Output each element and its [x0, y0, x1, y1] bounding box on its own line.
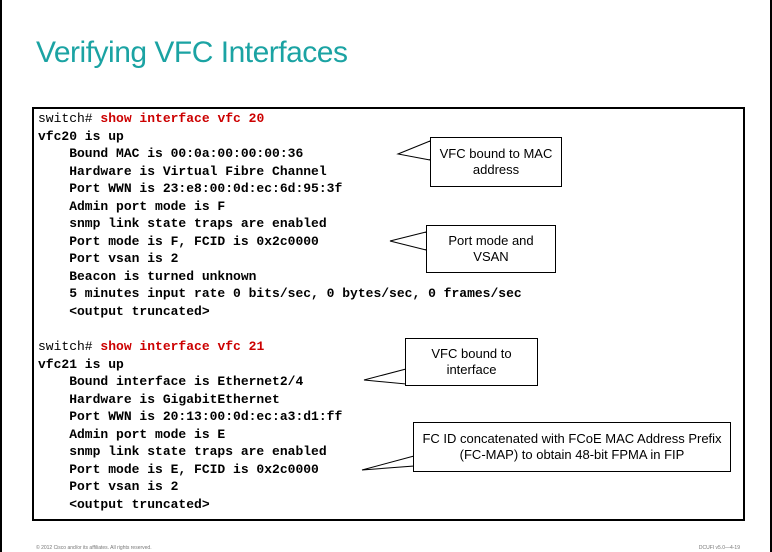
cli-line: snmp link state traps are enabled: [38, 444, 327, 459]
cli-line: Beacon is turned unknown: [38, 268, 257, 284]
callout-pointer-fpma: [361, 455, 415, 471]
cli-prompt: switch#: [38, 339, 101, 354]
cli-line: Admin port mode is F: [38, 198, 226, 214]
cli-line: snmp link state traps are enabled: [38, 216, 327, 231]
cli-line: Admin port mode is E: [38, 426, 226, 442]
callout-vsan: Port mode and VSAN: [426, 225, 556, 273]
cli-line: vfc21 is up: [38, 356, 124, 372]
copyright-footer: © 2012 Cisco and/or its affiliates. All …: [36, 545, 152, 551]
cli-line: Hardware is GigabitEthernet: [38, 391, 280, 407]
cli-line: Port WWN is 20:13:00:0d:ec:a3:d1:ff: [38, 409, 343, 424]
cli-command: show interface vfc 20: [100, 111, 265, 126]
cli-line: Port mode is F, FCID is 0x2c0000: [38, 233, 319, 249]
cli-line: Bound interface is Ethernet2/4: [38, 374, 304, 389]
cli-line: Port mode is E, FCID is 0x2c0000: [38, 461, 319, 477]
callout-mac: VFC bound to MAC address: [430, 137, 562, 187]
callout-pointer-vsan: [389, 231, 427, 251]
cli-line: Hardware is Virtual Fibre Channel: [38, 163, 327, 179]
callout-fpma: FC ID concatenated with FCoE MAC Address…: [413, 422, 731, 472]
cli-prompt: switch#: [38, 111, 101, 126]
callout-pointer-interface: [363, 368, 407, 385]
slide-title: Verifying VFC Interfaces: [36, 36, 348, 69]
cli-line: <output truncated>: [38, 303, 210, 319]
cli-line: Port vsan is 2: [38, 251, 179, 266]
cli-command-line: switch# show interface vfc 21: [38, 338, 264, 356]
callout-pointer-mac: [396, 140, 431, 161]
cli-line: Bound MAC is 00:0a:00:00:00:36: [38, 146, 304, 161]
cli-line: vfc20 is up: [38, 128, 124, 144]
cli-command-line: switch# show interface vfc 20: [38, 110, 264, 128]
cli-line: Port WWN is 23:e8:00:0d:ec:6d:95:3f: [38, 181, 343, 196]
callout-interface: VFC bound to interface: [405, 338, 538, 386]
course-footer: DCUFI v5.0—4-19: [698, 545, 740, 551]
cli-line: <output truncated>: [38, 496, 210, 512]
cli-command: show interface vfc 21: [100, 339, 265, 354]
cli-line: 5 minutes input rate 0 bits/sec, 0 bytes…: [38, 286, 522, 301]
cli-line: Port vsan is 2: [38, 479, 179, 494]
